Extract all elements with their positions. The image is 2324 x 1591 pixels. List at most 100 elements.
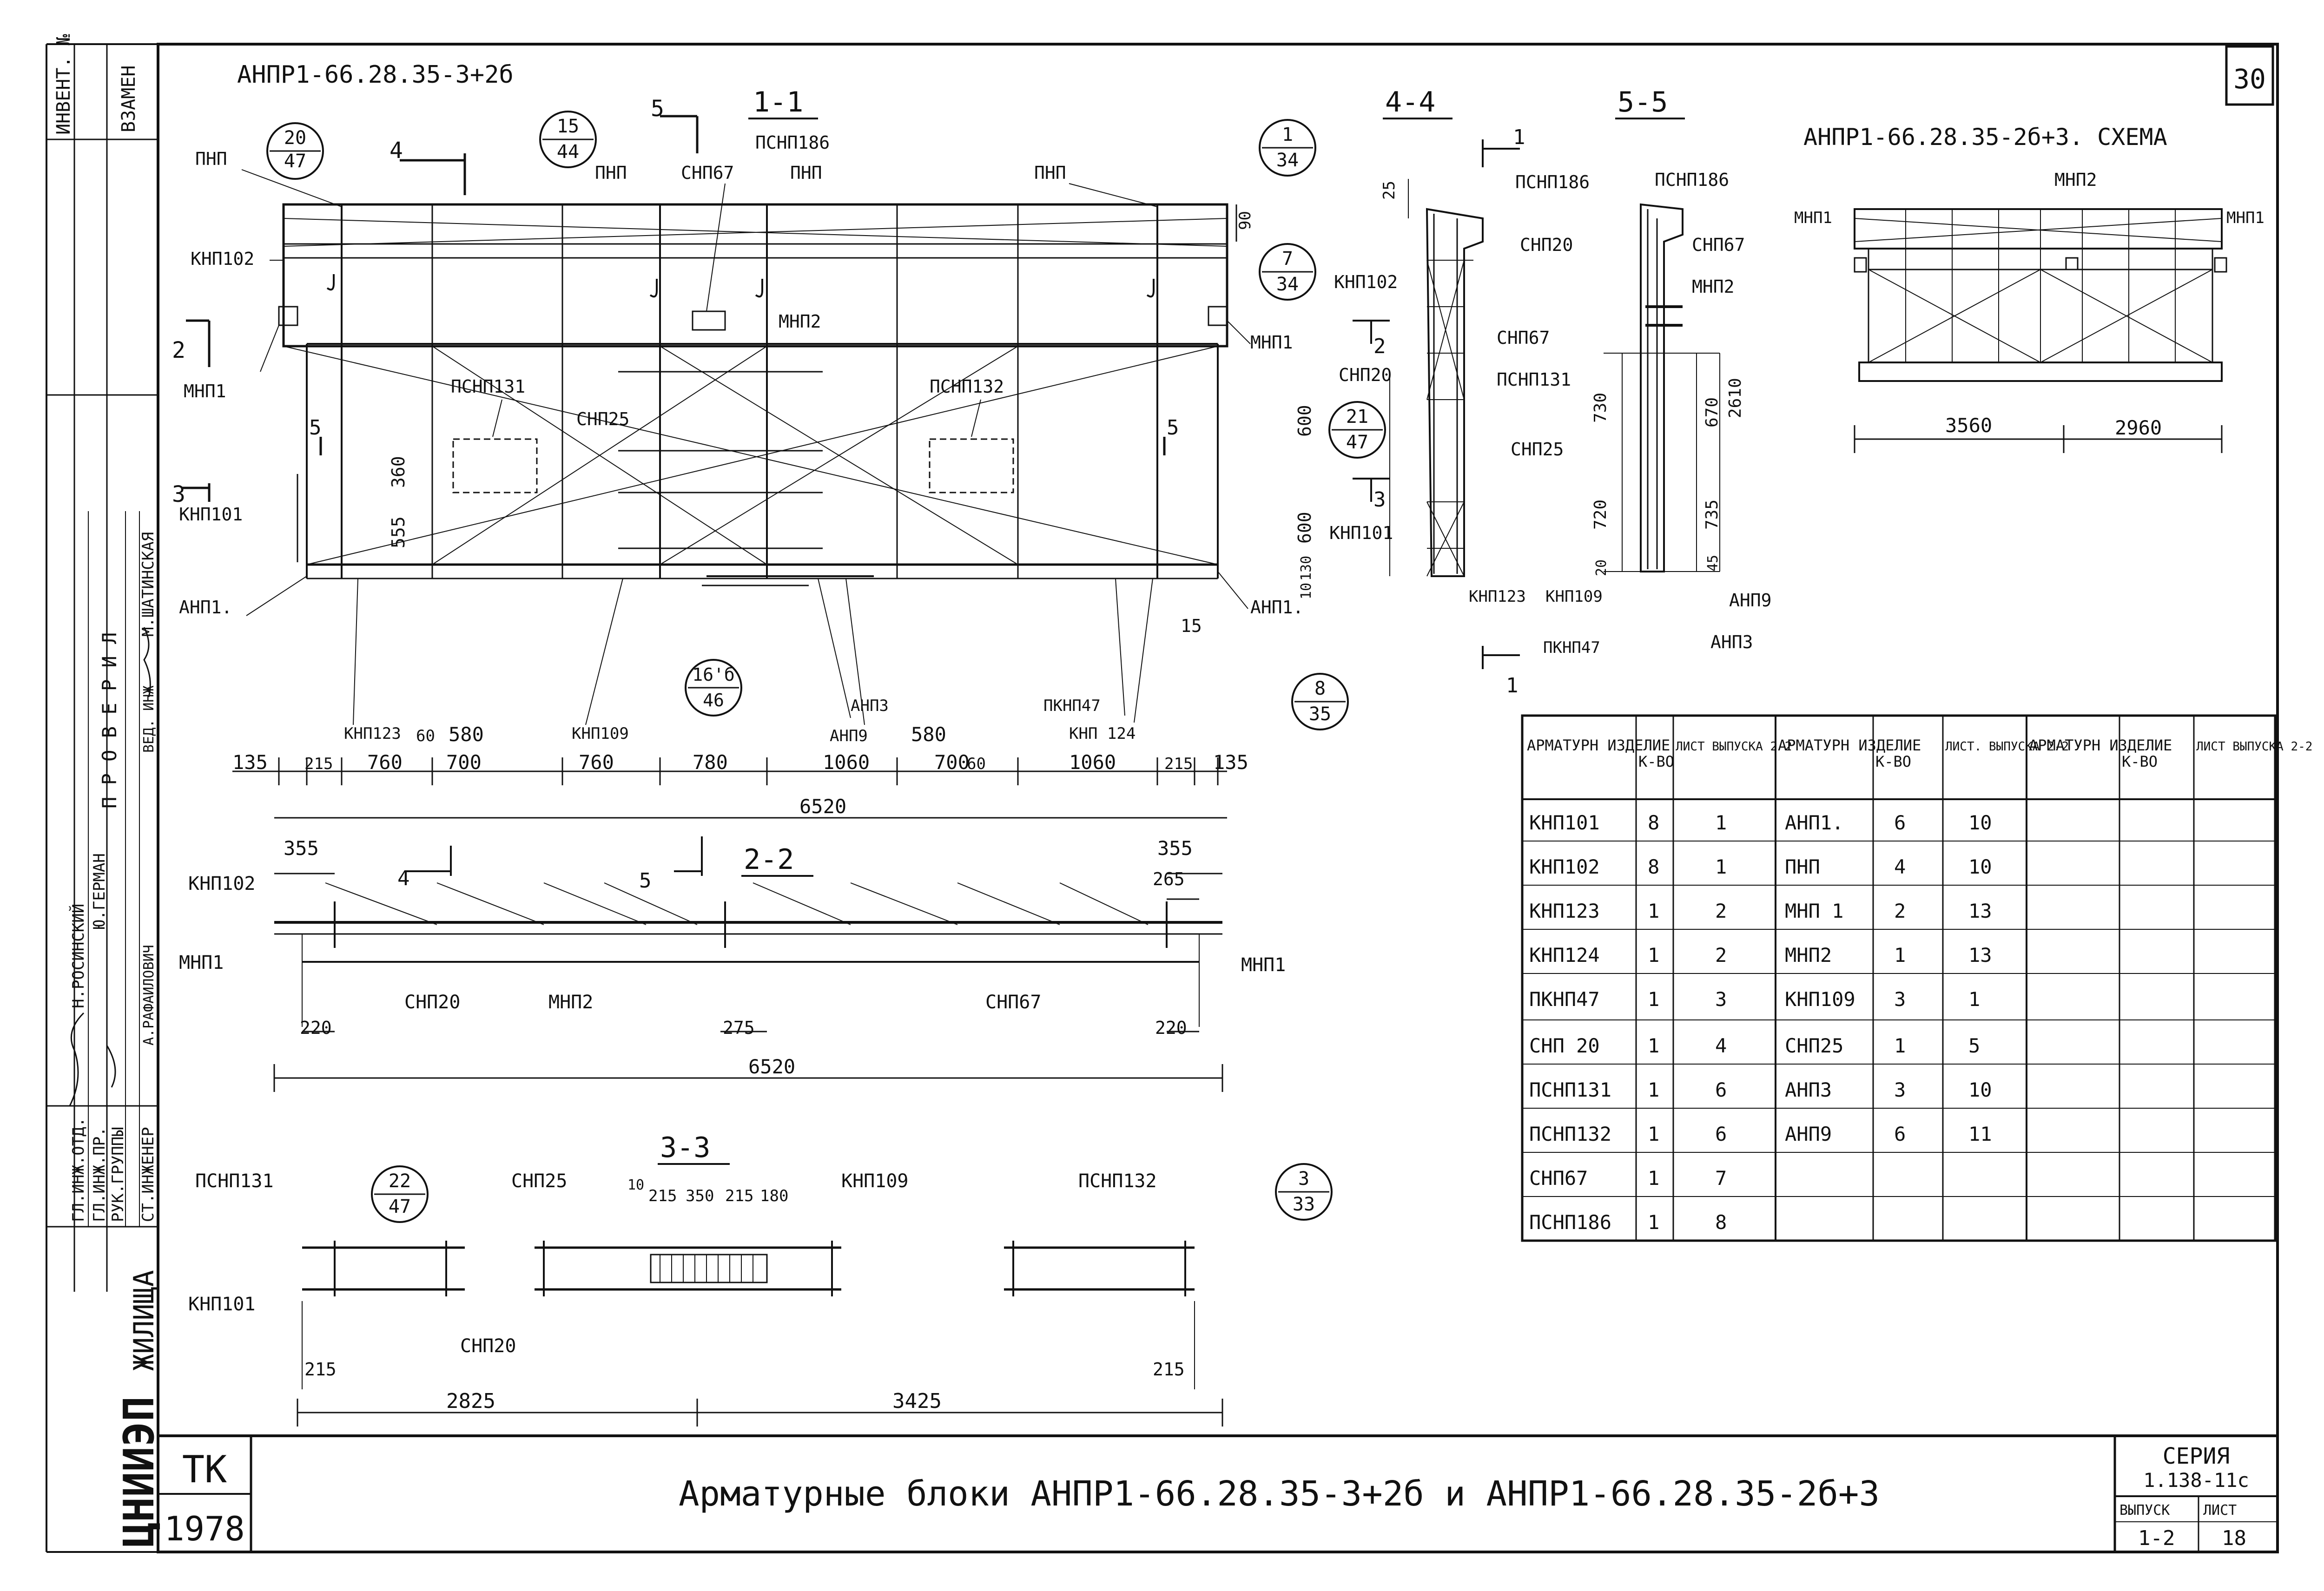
dim-735: 735 (1703, 500, 1722, 530)
dim-215-b: 215 (725, 1187, 753, 1205)
table-cell: КНП102 (1529, 855, 1600, 878)
dim-3425: 3425 (892, 1389, 942, 1413)
dim-215-left: 215 (304, 1359, 337, 1380)
table-cell: АНП1. (1785, 811, 1843, 834)
table-cell: 10 (1968, 811, 1992, 834)
dim-355-right: 355 (1157, 837, 1193, 860)
label-mnp1-left: МНП1 (184, 381, 226, 401)
mark-3: 3 (1373, 488, 1386, 512)
label-psnp132: ПСНП132 (930, 376, 1004, 397)
view-4-4 (1353, 139, 1520, 669)
label-knp109: КНП109 (572, 724, 629, 743)
title-block-seria-label: СЕРИЯ (2163, 1443, 2230, 1469)
svg-text:46: 46 (703, 690, 724, 710)
dim-215-left: 215 (304, 755, 333, 773)
label-psnp132: ПСНП132 (1078, 1170, 1157, 1192)
table-cell: СНП 20 (1529, 1034, 1600, 1057)
label-knp109: КНП109 (841, 1170, 909, 1192)
label-knp101: КНП101 (1329, 523, 1393, 543)
table-cell: 1 (1648, 1034, 1659, 1057)
table-cell: 3 (1715, 988, 1727, 1011)
table-cell: 8 (1648, 855, 1659, 878)
stamp-role-2: ГЛ.ИНЖ.ПР. (90, 1127, 109, 1222)
dim-15: 15 (1181, 616, 1202, 636)
label-mnp2: МНП2 (1692, 276, 1735, 297)
label-pnp: ПНП (595, 163, 627, 183)
callout-21-47: 21 47 (1328, 401, 1386, 459)
th-sheet-3: ЛИСТ ВЫПУСКА 2-2 (2196, 740, 2312, 754)
table-cell: 1 (1648, 1123, 1659, 1145)
table-cell: КНП109 (1785, 988, 1855, 1011)
dim-215-right: 215 (1153, 1359, 1185, 1380)
label-anp3: АНП3 (1710, 632, 1753, 652)
dim-700-2: 700 (934, 751, 970, 774)
scheme-title: АНПР1-66.28.35-2б+3. СХЕМА (1803, 124, 2167, 151)
view-1-1 (278, 203, 1228, 586)
label-psnp186: ПСНП186 (1515, 172, 1590, 192)
label-anp1-right: АНП1. (1250, 597, 1303, 618)
title-block-tk: ТК (182, 1448, 227, 1491)
svg-text:3: 3 (1298, 1168, 1309, 1190)
label-snp67: СНП67 (1497, 328, 1550, 348)
stamp-checker: М.ШАТИНСКАЯ (139, 532, 158, 637)
label-knp109: КНП109 (1545, 587, 1603, 606)
th-qty-3: К-ВО (2122, 753, 2158, 770)
table-cell: МНП2 (1785, 944, 1832, 966)
label-knp102: КНП102 (191, 249, 254, 269)
title-block-title: Арматурные блоки АНПР1-66.28.35-3+2б и А… (679, 1474, 1880, 1514)
svg-text:35: 35 (1309, 703, 1331, 725)
table-cell: ПСНП132 (1529, 1123, 1611, 1145)
svg-text:15: 15 (557, 116, 579, 137)
label-pnp: ПНП (195, 149, 227, 169)
table-cell: 3 (1894, 988, 1906, 1011)
labels-5-5: ПСНП186 СНП20 СНП67 МНП2 АНП9 АНП3 730 7… (1520, 170, 1772, 652)
table-cell: 1 (1968, 988, 1980, 1011)
specification-table (1521, 714, 2277, 1242)
label-snp25: СНП25 (511, 1170, 567, 1192)
title-block-vypusk-label: ВЫПУСК (2119, 1502, 2170, 1519)
table-cell: КНП123 (1529, 900, 1600, 922)
dim-730: 730 (1591, 393, 1610, 423)
dim-355-left: 355 (284, 837, 319, 860)
signature-2 (106, 1045, 116, 1088)
view-5-5 (1604, 203, 1720, 572)
dim-25: 25 (1380, 181, 1399, 200)
scheme-dim-2960: 2960 (2115, 416, 2162, 439)
table-cell: 2 (1715, 944, 1727, 966)
dim-580-2: 580 (911, 723, 946, 746)
table-cell: ПСНП131 (1529, 1078, 1611, 1101)
dim-1060-2: 1060 (1069, 751, 1116, 774)
dim-180: 180 (760, 1187, 788, 1205)
th-sheet-2: ЛИСТ. ВЫПУСКА 2-2 (1945, 740, 2069, 754)
table-cell: 4 (1715, 1034, 1727, 1057)
labels-1-1: ПНП ПНП ПСНП186 СНП67 ПНП ПНП КНП102 МНП… (179, 132, 1303, 745)
dim-1060-1: 1060 (823, 751, 870, 774)
table-cell: 6 (1715, 1078, 1727, 1101)
section-mark-5-right: 5 (1167, 416, 1179, 440)
label-pnp: ПНП (790, 163, 822, 183)
table-cell: 1 (1715, 811, 1727, 834)
label-knp124: КНП 124 (1069, 724, 1136, 743)
th-name-3: АРМАТУРН ИЗДЕЛИЕ (2029, 736, 2172, 754)
table-cell: 1 (1648, 1211, 1659, 1234)
dim-row-1-1: 135 215 760 700 760 780 1060 700 1060 21… (232, 723, 1248, 818)
mark-1-bottom: 1 (1506, 674, 1519, 697)
stamp-role-4: СТ.ИНЖЕНЕР (139, 1127, 158, 1222)
stamp-invent: ИНВЕНТ. № (53, 34, 74, 135)
stamp-org-name: ЖИЛИЩА (128, 1270, 160, 1371)
table-cell: 10 (1968, 1078, 1992, 1101)
dim-265: 265 (1153, 869, 1185, 889)
svg-text:7: 7 (1282, 248, 1293, 270)
table-cell: 13 (1968, 944, 1992, 966)
th-name-1: АРМАТУРН ИЗДЕЛИЕ (1527, 736, 1670, 754)
stamp-org-logo: ЦНИИЭП (115, 1396, 164, 1547)
section-3-3-title: 3-3 (660, 1131, 710, 1164)
table-cell: КНП124 (1529, 944, 1600, 966)
dim-600-2: 600 (1294, 512, 1315, 544)
dim-135-left: 135 (232, 751, 268, 774)
scheme-label-mnp2: МНП2 (2054, 170, 2097, 190)
callout-8-35: 8 35 (1291, 673, 1349, 730)
dim-20: 20 (1593, 559, 1610, 576)
label-mnp1-left: МНП1 (179, 952, 224, 973)
title-block (158, 1434, 2278, 1552)
